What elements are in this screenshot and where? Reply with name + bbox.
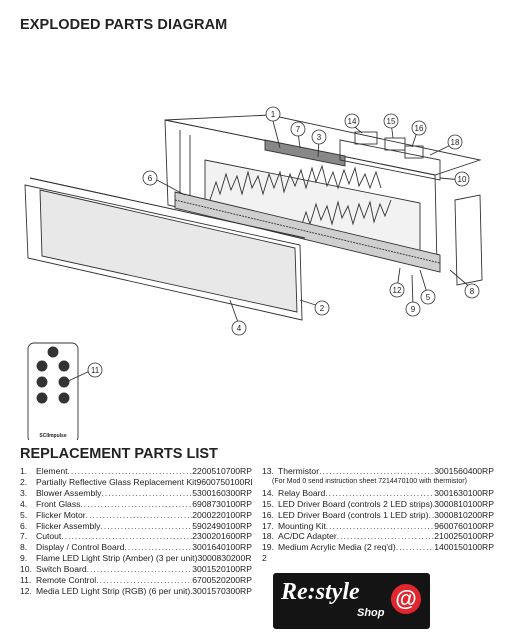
callout-label: 8 [470,287,475,296]
list-item: 17.Mounting Kit9600760100RP [262,521,494,532]
callout-6: 6 [142,170,158,186]
callout-label: 10 [458,175,467,184]
callout-15: 15 [383,113,399,129]
callout-label: 11 [91,366,100,375]
list-item: 15.LED Driver Board (controls 2 LED stri… [262,499,494,510]
list-item: 12.Media LED Light Strip (RGB) (6 per un… [20,586,252,597]
list-item: 6.Flicker Assembly5902490100RP [20,521,252,532]
list-item: 9.Flame LED Light Strip (Amber) (3 per u… [20,553,252,564]
callout-label: 2 [320,304,325,313]
callout-5: 5 [420,289,436,305]
control-boards [339,139,441,181]
list-item: 2.Partially Reflective Glass Replacement… [20,476,252,487]
callout-4: 4 [231,320,247,336]
callout-10: 10 [454,171,470,187]
callout-16: 16 [411,120,427,136]
remote-control-drawing [27,342,79,440]
callout-label: 12 [393,286,402,295]
callout-7: 7 [290,121,306,137]
callout-label: 18 [451,138,460,147]
logo-brand: Re:style [281,579,360,605]
callout-label: 4 [237,324,242,333]
exploded-parts-diagram: 1 7 3 14 15 16 18 10 6 8 5 9 12 2 4 11 S… [24,106,483,440]
list-item: 4.Front Glass6908730100RP [20,499,252,510]
list-item: 7.Cutout2300201600RP [20,531,252,542]
list-item: 14.Relay Board3001630100RP [262,488,494,499]
remote-brand: SCIImpulse [39,433,66,439]
list-item-partial: 2 [262,553,267,564]
list-item: 13.Thermistor3001560400RP [262,466,494,477]
restyle-shop-logo[interactable]: Re:style Shop @ [273,573,430,629]
callout-label: 3 [317,133,322,142]
callout-label: 5 [426,293,431,302]
list-item: 11.Remote Control6700520200RP [20,575,252,586]
element-bar [264,139,346,167]
parts-list-right: 13.Thermistor3001560400RP (For Mod 0 sen… [262,466,494,564]
list-item: 10.Switch Board3001520100RP [20,564,252,575]
front-glass [24,184,303,321]
list-item: 8.Display / Control Board3001640100RP [20,542,252,553]
callout-2: 2 [314,300,330,316]
list-item: 16.LED Driver Board (controls 1 LED stri… [262,510,494,521]
callout-1: 1 [265,106,281,122]
callout-18: 18 [447,134,463,150]
callout-label: 15 [387,117,396,126]
callout-label: 6 [148,174,153,183]
list-item: 3.Blower Assembly5300160300RP [20,488,252,499]
logo-shop: Shop [357,607,385,619]
callout-12: 12 [389,282,405,298]
callout-3: 3 [311,129,327,145]
side-panel [454,194,483,286]
at-badge-icon: @ [391,584,421,614]
callout-label: 14 [348,117,357,126]
callout-9: 9 [405,301,421,317]
list-item: 19.Medium Acrylic Media (2 req'd)1400150… [262,542,494,553]
callout-11: 11 [87,362,103,378]
callout-14: 14 [344,113,360,129]
list-item: 1.Element2200510700RP [20,466,252,477]
callout-label: 1 [271,110,276,119]
callout-label: 16 [415,124,424,133]
callout-label: 9 [411,305,416,314]
ember-rail [174,191,441,273]
thermistor-note: (For Mod 0 send instruction sheet 721447… [272,477,467,485]
callout-8: 8 [464,283,480,299]
list-item: 18.AC/DC Adapter2100250100RP [262,531,494,542]
callout-label: 7 [296,125,301,134]
parts-list-left: 1.Element2200510700RP 2.Partially Reflec… [20,466,252,597]
parts-list-title: REPLACEMENT PARTS LIST [20,446,218,462]
page-title: EXPLODED PARTS DIAGRAM [20,17,228,33]
list-item: 5.Flicker Motor2000220100RP [20,510,252,521]
